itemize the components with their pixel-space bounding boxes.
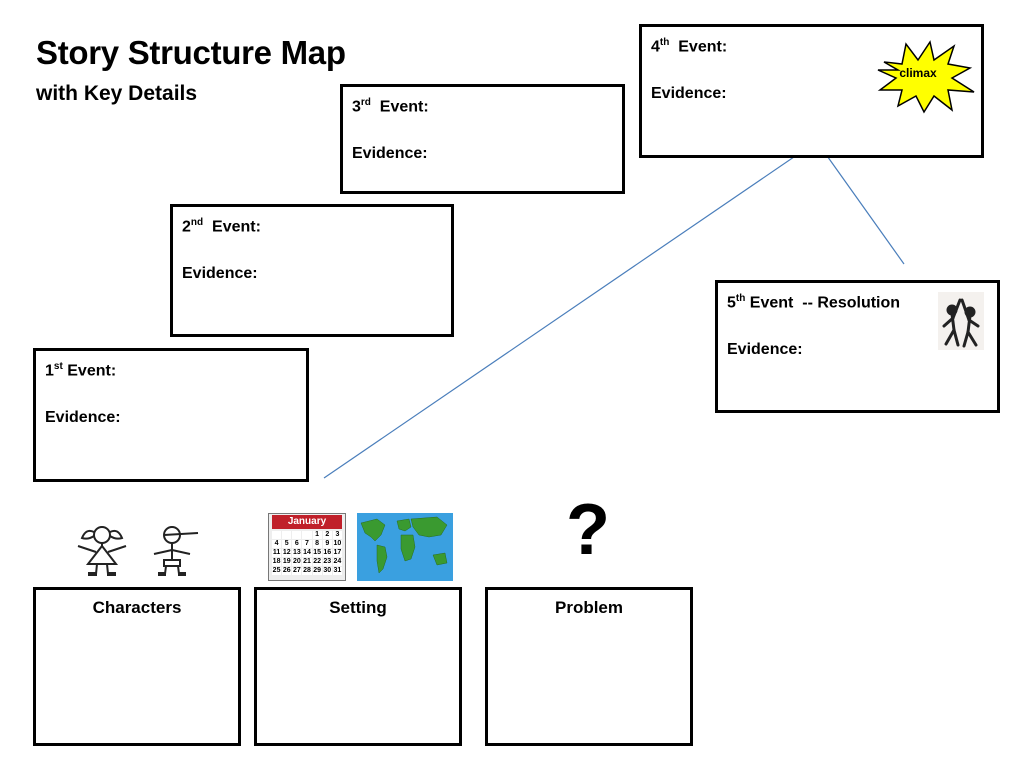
question-mark-icon: ? <box>566 490 610 570</box>
calendar-day <box>272 531 282 539</box>
setting-box[interactable]: Setting <box>254 587 462 746</box>
setting-label: Setting <box>329 598 387 617</box>
page-subtitle: with Key Details <box>36 82 198 105</box>
calendar-day: 2 <box>322 531 332 539</box>
event-2-evidence: Evidence: <box>182 265 258 282</box>
calendar-day <box>302 531 312 539</box>
calendar-day: 5 <box>282 540 292 548</box>
event-3-heading: 3rd Event: <box>352 97 429 116</box>
calendar-day: 29 <box>312 567 322 575</box>
calendar-day: 25 <box>272 567 282 575</box>
calendar-day: 8 <box>312 540 322 548</box>
calendar-day: 10 <box>332 540 342 548</box>
page-title: Story Structure Map <box>36 34 346 71</box>
event-4-evidence: Evidence: <box>651 85 727 102</box>
event-box-2[interactable]: 2nd Event: Evidence: <box>170 204 454 337</box>
calendar-day: 7 <box>302 540 312 548</box>
characters-label: Characters <box>92 598 182 617</box>
calendar-day: 18 <box>272 558 282 566</box>
calendar-day: 24 <box>332 558 342 566</box>
calendar-day: 30 <box>322 567 332 575</box>
calendar-day: 16 <box>322 549 332 557</box>
calendar-day: 15 <box>312 549 322 557</box>
calendar-day: 14 <box>302 549 312 557</box>
event-1-heading: 1st Event: <box>45 361 117 380</box>
event-box-1[interactable]: 1st Event: Evidence: <box>33 348 309 482</box>
calendar-day: 22 <box>312 558 322 566</box>
calendar-day: 13 <box>292 549 302 557</box>
calendar-day: 21 <box>302 558 312 566</box>
calendar-day: 26 <box>282 567 292 575</box>
calendar-day: 12 <box>282 549 292 557</box>
calendar-day <box>282 531 292 539</box>
plot-line-rise <box>323 145 811 479</box>
calendar-day: 20 <box>292 558 302 566</box>
calendar-day: 23 <box>322 558 332 566</box>
calendar-day: 27 <box>292 567 302 575</box>
event-5-heading: 5th Event -- Resolution <box>727 293 901 312</box>
event-box-3[interactable]: 3rd Event: Evidence: <box>340 84 625 194</box>
calendar-day <box>292 531 302 539</box>
calendar-day: 31 <box>332 567 342 575</box>
problem-box[interactable]: Problem <box>485 587 693 746</box>
calendar-day: 9 <box>322 540 332 548</box>
calendar-day: 3 <box>332 531 342 539</box>
calendar-day: 1 <box>312 531 322 539</box>
climax-burst-icon <box>877 40 975 114</box>
calendar-day: 6 <box>292 540 302 548</box>
dancing-figures-icon <box>938 292 984 350</box>
event-3-evidence: Evidence: <box>352 145 428 162</box>
girl-stick-figure-icon <box>77 526 127 576</box>
event-2-heading: 2nd Event: <box>182 217 261 236</box>
boy-stick-figure-icon <box>153 526 199 576</box>
problem-label: Problem <box>554 598 624 617</box>
calendar-day: 17 <box>332 549 342 557</box>
event-5-evidence: Evidence: <box>727 341 803 358</box>
climax-label: climax <box>899 66 937 80</box>
calendar-day: 11 <box>272 549 282 557</box>
world-map-icon <box>357 513 453 581</box>
plot-line-fall <box>819 145 905 265</box>
calendar-day: 28 <box>302 567 312 575</box>
characters-box[interactable]: Characters <box>33 587 241 746</box>
event-4-heading: 4th Event: <box>651 37 728 56</box>
calendar-day: 4 <box>272 540 282 548</box>
event-1-evidence: Evidence: <box>45 409 121 426</box>
calendar-month: January <box>272 515 342 529</box>
calendar-day: 19 <box>282 558 292 566</box>
